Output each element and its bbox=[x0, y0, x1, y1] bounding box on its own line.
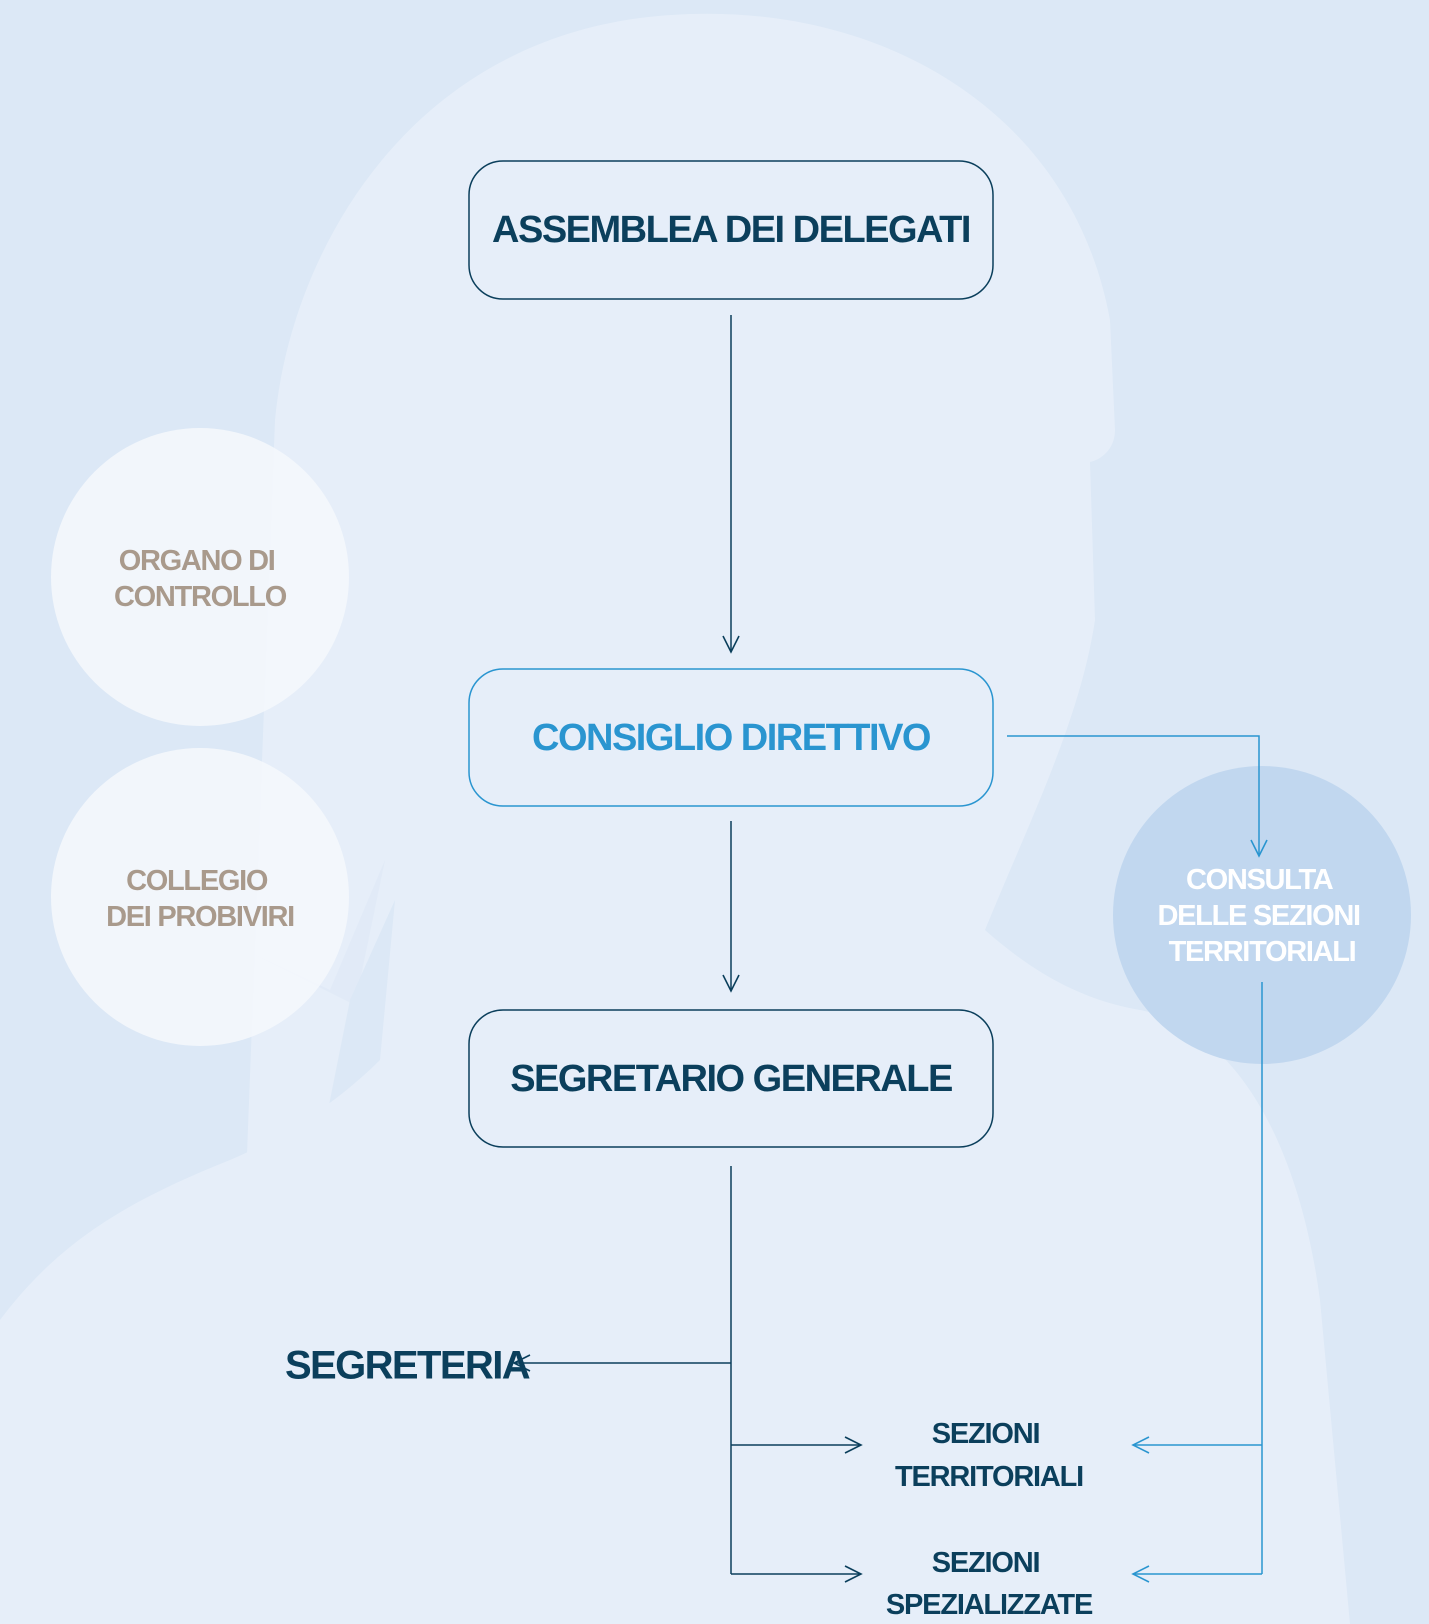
arrow-consiglio-to-consulta bbox=[1007, 735, 1268, 858]
consiglio-label: CONSIGLIO DIRETTIVO bbox=[532, 717, 930, 759]
organo-circle bbox=[51, 428, 349, 726]
collegio-circle bbox=[51, 748, 349, 1046]
person-silhouette bbox=[0, 13, 1350, 1624]
organo-label-line-1: ORGANO DI bbox=[119, 545, 275, 577]
sezioni-specializzate-line-2: SPEZIALIZZATE bbox=[886, 1589, 1093, 1621]
consulta-label-line-3: TERRITORIALI bbox=[1169, 936, 1356, 968]
collegio-label: COLLEGIO DEI PROBIVIRI bbox=[106, 865, 294, 933]
collegio-label-line-1: COLLEGIO bbox=[126, 865, 268, 897]
sezioni-specializzate-label: SEZIONI SPEZIALIZZATE bbox=[886, 1547, 1093, 1621]
consulta-label-line-2: DELLE SEZIONI bbox=[1158, 900, 1360, 932]
assemblea-label: ASSEMBLEA DEI DELEGATI bbox=[492, 209, 970, 251]
silhouette-collar bbox=[245, 860, 385, 1005]
collegio-label-line-2: DEI PROBIVIRI bbox=[106, 901, 294, 933]
consulta-label: CONSULTA DELLE SEZIONI TERRITORIALI bbox=[1158, 864, 1367, 968]
segreteria-label: SEGRETERIA bbox=[285, 1344, 530, 1388]
consulta-label-line-1: CONSULTA bbox=[1186, 864, 1334, 896]
segretario-label: SEGRETARIO GENERALE bbox=[510, 1058, 952, 1100]
sezioni-territoriali-line-1: SEZIONI bbox=[932, 1418, 1040, 1450]
consiglio-box bbox=[468, 668, 994, 807]
sezioni-territoriali-label: SEZIONI TERRITORIALI bbox=[895, 1418, 1083, 1493]
sezioni-territoriali-line-2: TERRITORIALI bbox=[895, 1461, 1083, 1493]
organo-label: ORGANO DI CONTROLLO bbox=[114, 545, 287, 613]
consulta-circle bbox=[1113, 766, 1411, 1064]
assemblea-box bbox=[468, 160, 994, 300]
sezioni-specializzate-line-1: SEZIONI bbox=[932, 1547, 1040, 1579]
segretario-box bbox=[468, 1009, 994, 1148]
organo-label-line-2: CONTROLLO bbox=[114, 581, 287, 613]
